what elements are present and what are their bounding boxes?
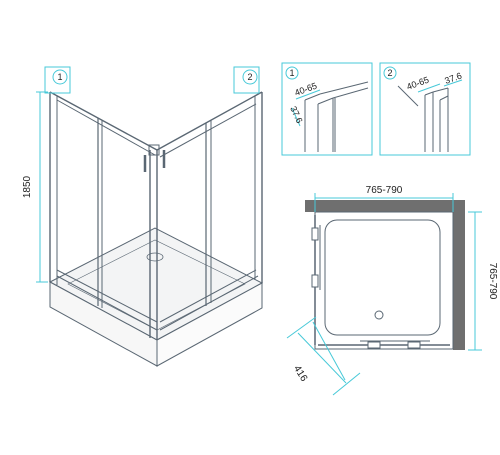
left-glass-panel — [49, 91, 158, 331]
plan-width-label: 765-790 — [366, 185, 403, 196]
plan-depth-label: 765-790 — [487, 263, 498, 300]
shower-tray-inner — [67, 239, 246, 331]
isometric-view — [44, 66, 264, 367]
drain-icon — [146, 252, 164, 262]
callout-marker-1 — [52, 69, 68, 85]
callout-marker-2 — [242, 69, 258, 85]
height-dimension — [36, 91, 48, 283]
callout-label-1: 1 — [57, 72, 62, 82]
detail-2-marker-label: 2 — [387, 68, 392, 78]
detail-2-dim-b: 37.6 — [443, 70, 463, 85]
plan-width-dimension — [314, 193, 454, 212]
plan-depth-dimension — [468, 211, 482, 351]
detail-1-panel — [281, 62, 373, 156]
detail-1-marker — [285, 66, 299, 80]
detail-2-marker — [383, 66, 397, 80]
plan-tray-outer — [314, 211, 454, 350]
plan-view — [286, 193, 482, 396]
height-label: 1850 — [22, 175, 33, 198]
callout-label-2: 2 — [247, 72, 252, 82]
detail-1-marker-label: 1 — [289, 68, 294, 78]
wall-top — [305, 200, 465, 212]
plan-tray-inner — [324, 219, 441, 336]
callout-box-2 — [233, 66, 260, 94]
callout-box-1 — [44, 66, 71, 94]
detail-2-panel — [379, 62, 471, 156]
plan-door-label: 416 — [291, 364, 309, 384]
plan-drain-icon — [374, 310, 384, 320]
detail-1-dim-b: 37.6 — [288, 105, 304, 125]
plan-door-dimension — [286, 316, 361, 396]
corner-post — [148, 144, 160, 340]
wall-right — [453, 200, 465, 350]
right-glass-panel — [156, 91, 263, 331]
shower-tray-front-right — [156, 282, 263, 367]
